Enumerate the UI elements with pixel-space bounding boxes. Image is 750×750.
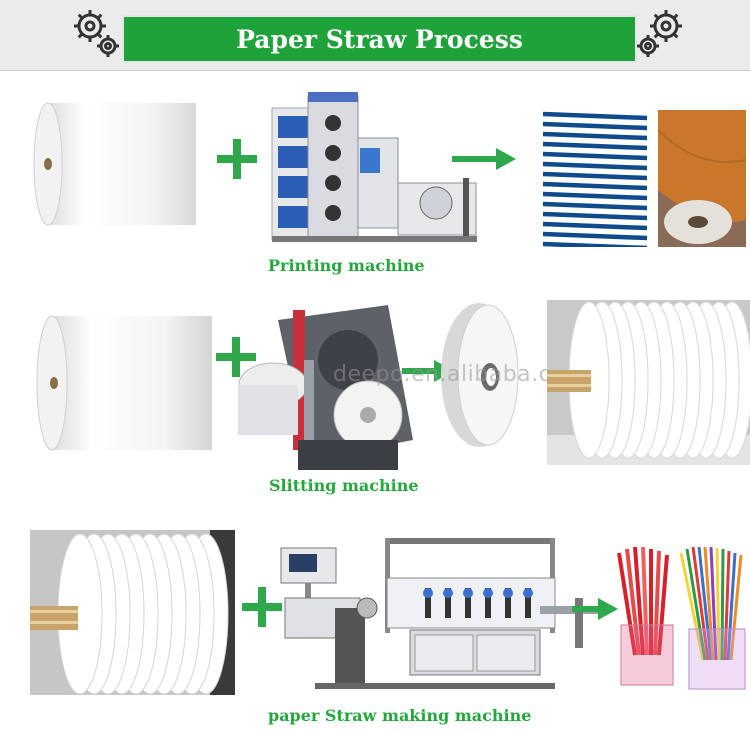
arrow-right-icon: [572, 598, 618, 620]
title-banner: Paper Straw Process: [122, 15, 637, 63]
plus-icon: [216, 337, 256, 377]
paper-roll-image: [36, 315, 212, 451]
printing-machine-image: [271, 92, 477, 242]
paper-roll-image: [33, 102, 196, 226]
straw-making-machine-image: [280, 538, 600, 689]
watermark-text: deepo.en.alibaba.com: [333, 362, 588, 387]
page-title: Paper Straw Process: [236, 24, 523, 54]
plus-icon: [217, 139, 257, 179]
kraft-roll-image: [658, 110, 746, 247]
gear-icon: [637, 10, 682, 57]
step-caption: Slitting machine: [269, 476, 419, 495]
gear-icon: [74, 10, 119, 57]
paper-straws-cups-image: [617, 546, 746, 690]
header-bar: Paper Straw Process: [0, 0, 750, 71]
printed-paper-image: [543, 110, 647, 247]
slit-rolls-photo: [30, 530, 235, 695]
tape-roll-image: [441, 303, 519, 447]
arrow-right-icon: [452, 148, 516, 170]
step-caption: Printing machine: [268, 256, 425, 275]
slitting-machine-image: [238, 305, 413, 470]
plus-icon: [242, 587, 282, 627]
slit-rolls-photo: [547, 300, 750, 465]
step-caption: paper Straw making machine: [268, 706, 532, 725]
